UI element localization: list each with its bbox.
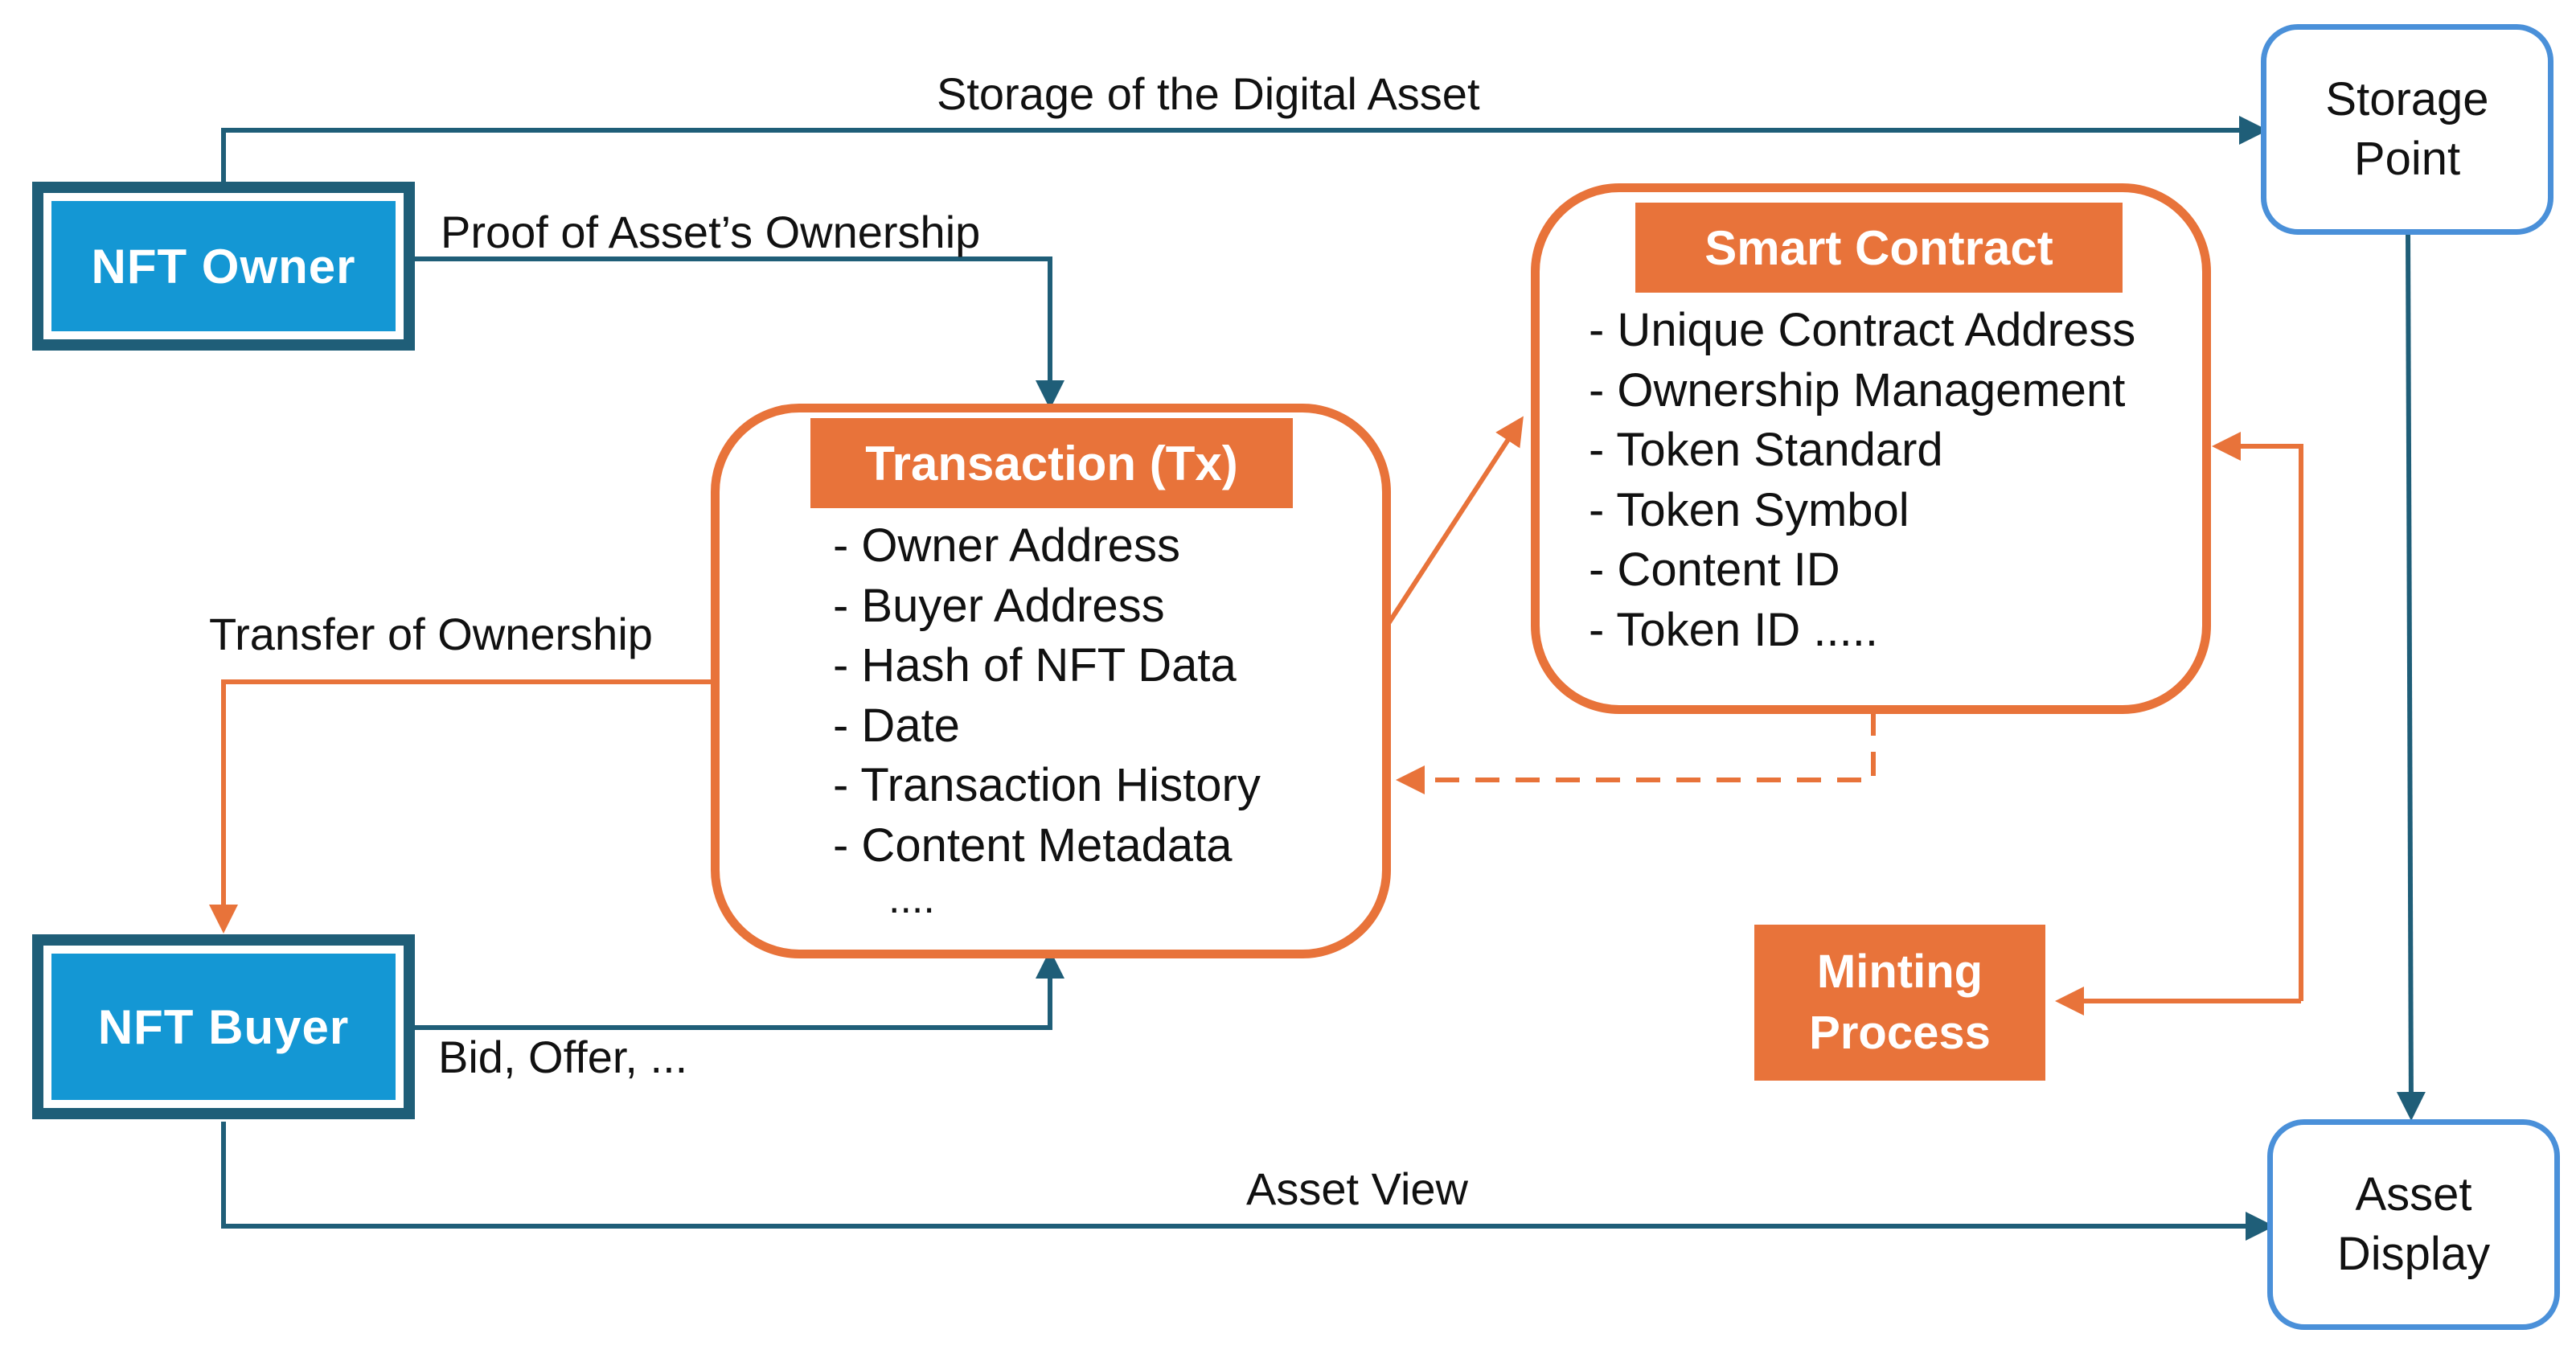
- list-item: - Buyer Address: [833, 579, 1165, 632]
- list-item: - Transaction History: [833, 759, 1261, 811]
- nft-owner-label: NFT Owner: [91, 239, 356, 293]
- view-edge-label: Asset View: [1246, 1163, 1468, 1214]
- minting-to-contract-arrow: [2212, 432, 2303, 1001]
- contract-to-tx-dashed-arrow: [1396, 712, 1876, 794]
- view-arrow: [221, 1122, 2275, 1241]
- bid-edge-label: Bid, Offer, ...: [438, 1032, 688, 1082]
- storage-to-display-arrow: [2396, 232, 2426, 1121]
- storage-point-node: Storage Point: [2261, 24, 2553, 235]
- storage-edge-label: Storage of the Digital Asset: [937, 68, 1480, 119]
- smart-contract-title: Smart Contract: [1635, 203, 2123, 293]
- transaction-title: Transaction (Tx): [810, 418, 1293, 508]
- list-item: - Token Standard: [1589, 424, 1943, 476]
- list-item: - Token Symbol: [1589, 483, 1909, 536]
- list-item: - Content ID: [1589, 544, 1840, 596]
- smart-contract-fields: - Unique Contract Address - Ownership Ma…: [1589, 301, 2208, 660]
- transaction-ellipsis: ....: [888, 876, 935, 922]
- nft-buyer-label: NFT Buyer: [97, 999, 350, 1054]
- transaction-fields: - Owner Address - Buyer Address - Hash o…: [833, 516, 1380, 876]
- list-item: - Date: [833, 699, 960, 752]
- list-item: - Unique Contract Address: [1589, 304, 2136, 356]
- transfer-edge-label: Transfer of Ownership: [209, 609, 653, 659]
- storage-point-label: Storage Point: [2325, 73, 2489, 185]
- transfer-arrow: [209, 679, 714, 934]
- nft-buyer-box: NFT Buyer: [32, 934, 415, 1119]
- bid-arrow: [412, 950, 1064, 1030]
- storage-arrow: [221, 116, 2268, 185]
- minting-process-box: Minting Process: [1754, 925, 2045, 1081]
- asset-display-node: Asset Display: [2267, 1119, 2560, 1330]
- list-item: - Ownership Management: [1589, 363, 2126, 416]
- list-item: - Hash of NFT Data: [833, 639, 1237, 691]
- list-item: - Owner Address: [833, 519, 1180, 572]
- list-item: - Token ID .....: [1589, 603, 1878, 656]
- proof-edge-label: Proof of Asset’s Ownership: [441, 207, 981, 257]
- proof-arrow: [412, 256, 1064, 409]
- list-item: - Content Metadata: [833, 819, 1233, 872]
- tx-to-contract-arrow: [1384, 416, 1524, 629]
- nft-owner-box: NFT Owner: [32, 182, 415, 351]
- asset-display-label: Asset Display: [2336, 1168, 2491, 1280]
